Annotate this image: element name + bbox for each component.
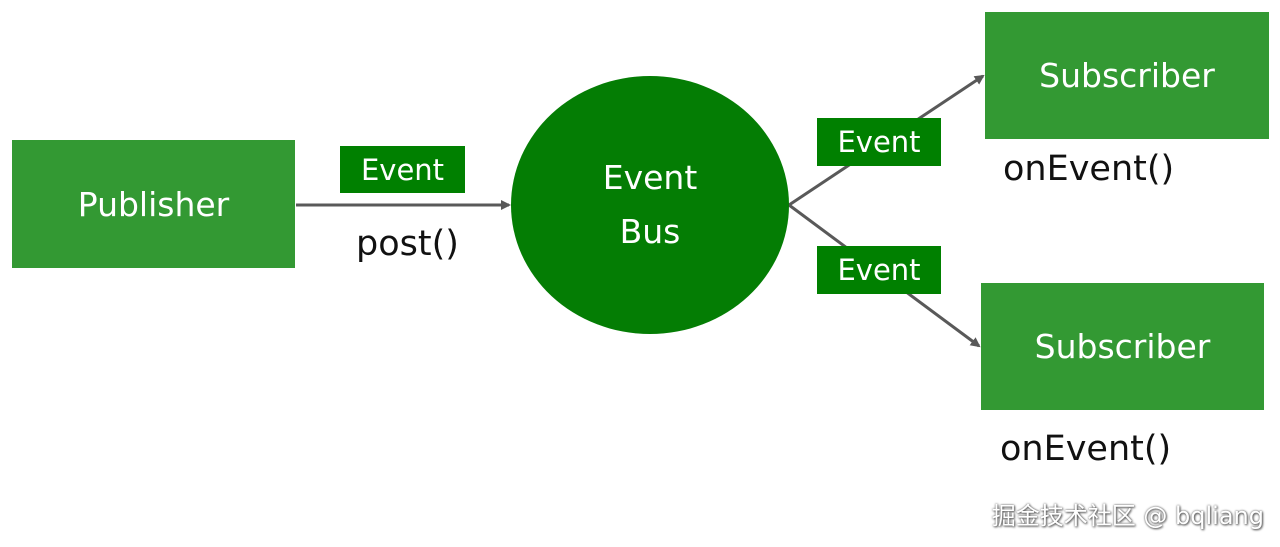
subscriber-box-2: Subscriber	[981, 283, 1264, 410]
subscriber-label: Subscriber	[1039, 56, 1215, 95]
subscriber-box-1: Subscriber	[985, 12, 1269, 139]
event-bus-circle: Event Bus	[511, 76, 789, 334]
event-tag-label: Event	[360, 152, 445, 187]
event-tag-subscriber-2: Event	[817, 246, 941, 294]
subscriber-label: Subscriber	[1034, 327, 1211, 366]
event-tag-post: Event	[340, 146, 465, 193]
publisher-box: Publisher	[12, 140, 295, 268]
subscriber-2-method-label: onEvent()	[1000, 429, 1172, 469]
watermark-text: 掘金技术社区 @ bqliang	[991, 502, 1264, 530]
event-bus-label-line1: Event	[602, 158, 698, 197]
post-method-label: post()	[356, 224, 459, 264]
publisher-label: Publisher	[77, 184, 230, 224]
event-tag-subscriber-1: Event	[817, 118, 941, 166]
subscriber-1-method-label: onEvent()	[1003, 149, 1175, 189]
event-bus-label-line2: Bus	[619, 212, 681, 251]
event-tag-label: Event	[837, 125, 921, 159]
event-tag-label: Event	[837, 253, 921, 287]
